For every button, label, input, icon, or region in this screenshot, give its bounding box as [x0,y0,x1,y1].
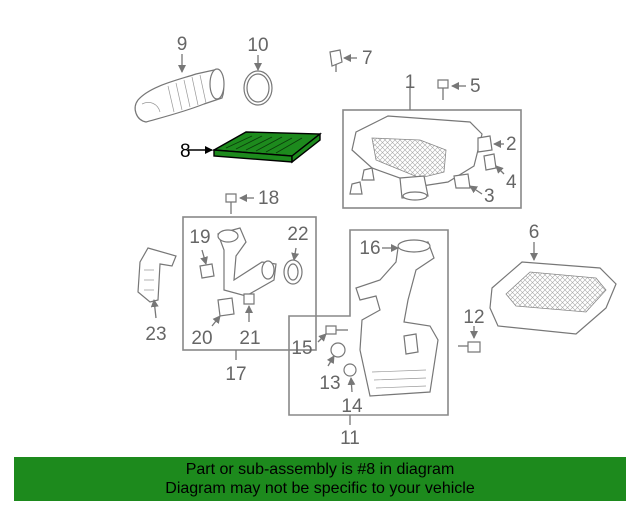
callout-4[interactable]: 4 [506,172,517,193]
callout-9[interactable]: 9 [177,34,188,55]
callout-13[interactable]: 13 [319,373,340,394]
part-1-grommets [349,167,375,195]
callout-1[interactable]: 1 [405,72,416,93]
callout-5[interactable]: 5 [470,76,481,97]
callout-8[interactable]: 8 [180,141,191,162]
callout-23[interactable]: 23 [145,324,166,345]
info-banner: Part or sub-assembly is #8 in diagram Di… [14,457,626,501]
callout-14[interactable]: 14 [341,396,363,417]
banner-line-1: Part or sub-assembly is #8 in diagram [185,461,455,478]
callout-3[interactable]: 3 [484,186,495,207]
part-20-grommet[interactable] [211,297,235,327]
part-17-resonator-duct[interactable] [217,227,277,297]
part-23-bracket[interactable] [137,247,177,319]
callout-11[interactable]: 11 [340,428,360,449]
part-2-grommet[interactable] [477,135,504,153]
callout-20[interactable]: 20 [191,328,212,349]
callout-21[interactable]: 21 [239,328,260,349]
part-5-bolt[interactable] [437,79,466,100]
banner-line-2: Diagram may not be specific to your vehi… [165,480,475,497]
part-8-air-filter[interactable] [188,131,322,164]
part-4-clip[interactable] [483,153,505,175]
callout-19[interactable]: 19 [189,227,210,248]
part-11-group-box [288,229,449,416]
callout-7[interactable]: 7 [362,48,373,69]
callout-17[interactable]: 17 [225,364,246,385]
part-11-lower-housing[interactable] [355,239,439,397]
part-14-grommet[interactable] [343,363,357,393]
callout-22[interactable]: 22 [287,224,308,245]
callout-2[interactable]: 2 [506,134,517,155]
callout-10[interactable]: 10 [247,35,268,56]
callout-15[interactable]: 15 [291,338,312,359]
part-17-group-box [182,216,317,351]
part-21-clip[interactable] [243,293,255,322]
part-22-seal[interactable] [283,247,303,285]
part-19-clamp[interactable] [199,249,215,279]
part-1-air-cleaner-housing[interactable] [351,86,483,201]
callout-16[interactable]: 16 [359,238,380,259]
part-7-clip[interactable] [329,49,357,72]
part-15-bolt[interactable] [317,325,348,343]
part-6-air-cleaner-cover[interactable] [489,242,617,335]
part-3-grommet[interactable] [453,173,483,195]
callout-18[interactable]: 18 [258,188,279,209]
part-18-bolt[interactable] [225,193,254,214]
part-13-grommet[interactable] [326,342,346,367]
callout-6[interactable]: 6 [529,222,540,243]
parts-diagram: 9 10 7 8 1 5 [134,34,617,449]
part-1-group-box [342,109,522,209]
callout-12[interactable]: 12 [463,307,484,328]
part-10-o-ring[interactable] [243,55,273,106]
part-9-intake-tube[interactable] [134,54,225,123]
part-12-bolt[interactable] [458,326,481,353]
